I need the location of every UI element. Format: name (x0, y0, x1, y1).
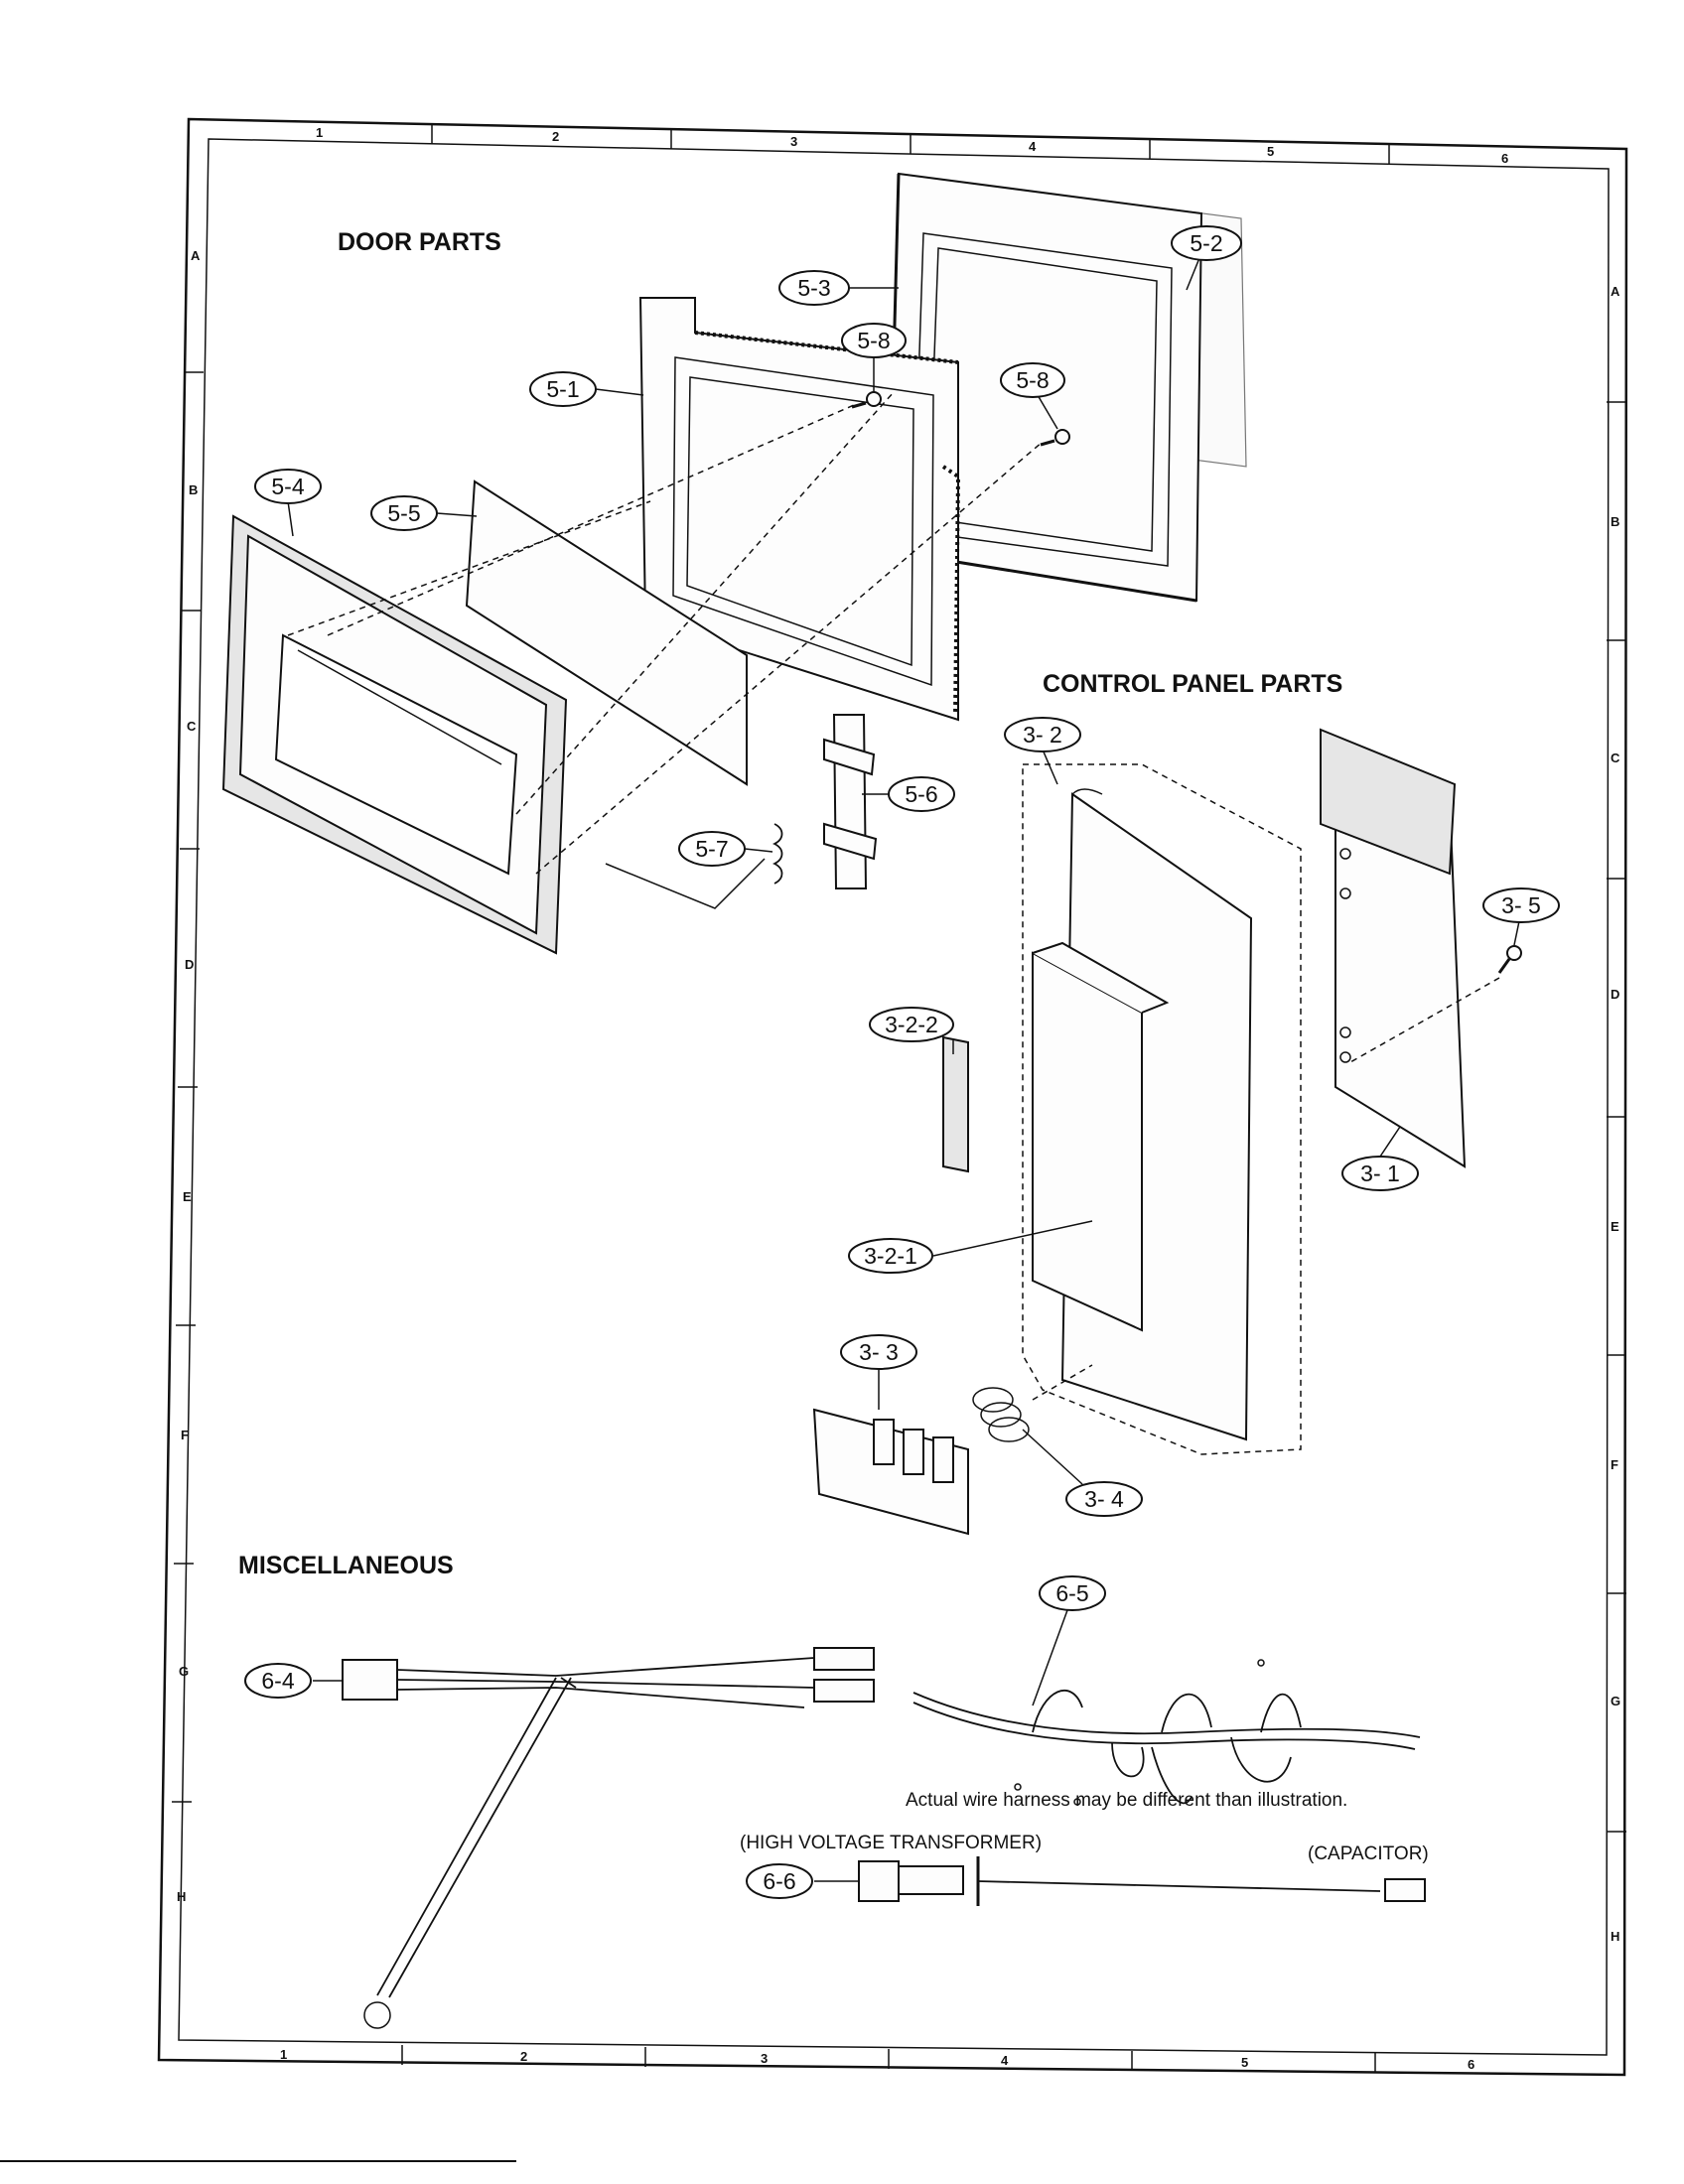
note-high-voltage-transformer: (HIGH VOLTAGE TRANSFORMER) (740, 1833, 1042, 1853)
callout-3-2-2: 3-2-2 (885, 1012, 938, 1037)
part-latch-head (823, 714, 878, 889)
callout-6-4: 6-4 (261, 1668, 294, 1694)
grid-row-f-left: F (181, 1428, 189, 1442)
callout-3-2: 3- 2 (1023, 722, 1062, 748)
callout-5-8-right: 5-8 (1016, 367, 1049, 393)
part-display-label (942, 1035, 969, 1173)
part-open-button (812, 1408, 969, 1536)
part-pcb-screw (1349, 945, 1522, 1063)
grid-col-1-top: 1 (316, 125, 323, 140)
grid-col-2-top: 2 (552, 129, 559, 144)
section-title-miscellaneous: MISCELLANEOUS (238, 1552, 454, 1579)
grid-row-d-left: D (185, 957, 194, 972)
grid-row-e-right: E (1611, 1219, 1619, 1234)
grid-row-c-left: C (187, 719, 197, 734)
grid-row-d-right: D (1611, 987, 1619, 1002)
callout-6-5: 6-5 (1055, 1580, 1088, 1606)
grid-col-6-top: 6 (1501, 151, 1508, 166)
grid-column-labels-top: 1 2 3 4 5 6 (316, 125, 1508, 166)
part-high-voltage-wire (858, 1856, 1426, 1906)
door-assembly-lines (287, 391, 1044, 909)
part-key-unit (1032, 941, 1170, 1332)
note-capacitor: (CAPACITOR) (1308, 1843, 1429, 1864)
callout-5-5: 5-5 (387, 500, 420, 526)
callout-3-3: 3- 3 (859, 1339, 899, 1365)
grid-col-5-bottom: 5 (1241, 2055, 1248, 2070)
grid-col-5-top: 5 (1267, 144, 1274, 159)
callout-3-2-1: 3-2-1 (864, 1243, 917, 1269)
callout-6-6: 6-6 (763, 1868, 795, 1894)
grid-row-a-left: A (191, 248, 201, 263)
grid-col-2-bottom: 2 (520, 2049, 527, 2064)
part-door-screen (465, 479, 748, 786)
grid-row-g-right: G (1611, 1694, 1620, 1708)
callout-3-4: 3- 4 (1084, 1486, 1124, 1512)
part-latch-spring (772, 823, 783, 885)
grid-col-6-bottom: 6 (1468, 2057, 1474, 2072)
grid-row-e-left: E (183, 1189, 192, 1204)
grid-row-h-left: H (177, 1889, 186, 1904)
callout-5-2: 5-2 (1190, 230, 1222, 256)
callout-5-1: 5-1 (546, 376, 579, 402)
callout-5-8-left: 5-8 (857, 328, 890, 353)
section-title-door-parts: DOOR PARTS (338, 228, 501, 256)
part-button-spring (972, 1364, 1093, 1442)
grid-row-b-left: B (189, 482, 198, 497)
grid-col-1-bottom: 1 (280, 2047, 287, 2062)
part-wire-harness-6-4 (342, 1647, 875, 2029)
callout-3-1: 3- 1 (1360, 1160, 1400, 1186)
callout-5-6: 5-6 (905, 781, 937, 807)
callouts: 5-3 5-2 5-8 5-8 5-1 5-4 5-5 5-6 5-7 3- 2… (244, 225, 1560, 1899)
grid-col-3-bottom: 3 (761, 2051, 768, 2066)
grid-row-c-right: C (1611, 751, 1620, 765)
grid-row-g-left: G (179, 1664, 189, 1679)
callout-3-5: 3- 5 (1501, 892, 1541, 918)
section-title-control-panel-parts: CONTROL PANEL PARTS (1043, 670, 1342, 698)
grid-row-a-right: A (1611, 284, 1620, 299)
callout-5-4: 5-4 (271, 474, 304, 499)
part-main-wire-harness (912, 1659, 1421, 1806)
grid-col-4-bottom: 4 (1001, 2053, 1009, 2068)
grid-row-labels-right: A B C D E F G H (1611, 284, 1620, 1944)
part-screw-right (1040, 429, 1070, 447)
grid-col-4-top: 4 (1029, 139, 1037, 154)
callout-5-3: 5-3 (797, 275, 830, 301)
drawing-frame (157, 117, 1628, 2077)
part-control-unit-board (1320, 728, 1467, 1168)
part-door-frame (221, 514, 568, 955)
grid-col-3-top: 3 (790, 134, 797, 149)
grid-row-f-right: F (1611, 1457, 1618, 1472)
grid-row-labels-left: A B C D E F G H (177, 248, 201, 1904)
grid-row-h-right: H (1611, 1929, 1619, 1944)
note-harness: Actual wire harness may be different tha… (906, 1790, 1347, 1811)
callout-5-7: 5-7 (695, 836, 728, 862)
grid-column-labels-bottom: 1 2 3 4 5 6 (280, 2047, 1474, 2072)
grid-row-b-right: B (1611, 514, 1619, 529)
